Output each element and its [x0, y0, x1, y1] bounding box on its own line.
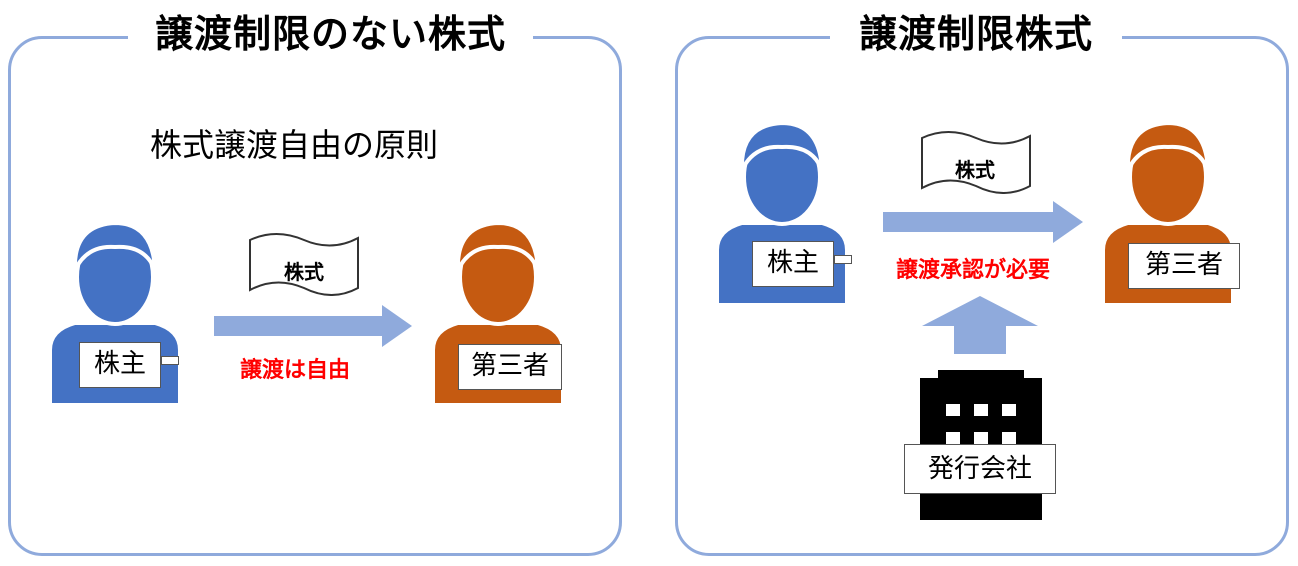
third-party-badge: 第三者 [458, 344, 562, 390]
badge-tag [161, 356, 179, 365]
panel-title-left: 譲渡制限のない株式 [128, 4, 533, 64]
approval-required-label: 譲渡承認が必要 [896, 258, 1051, 283]
issuing-company-label: 発行会社 [904, 444, 1056, 494]
principle-subtitle: 株式譲渡自由の原則 [150, 126, 439, 164]
document-label: 株式 [284, 260, 324, 284]
shareholder-badge: 株主 [79, 342, 161, 388]
transfer-arrow-icon [214, 305, 412, 347]
transfer-arrow-icon [883, 201, 1083, 243]
panel-title-right: 譲渡制限株式 [830, 4, 1122, 64]
document-icon [249, 233, 359, 296]
third-party-badge: 第三者 [1128, 243, 1240, 289]
document-label: 株式 [955, 158, 995, 182]
document-icon [921, 131, 1031, 194]
transfer-free-label: 譲渡は自由 [240, 358, 351, 383]
shareholder-badge: 株主 [752, 241, 834, 287]
approval-arrow-icon [922, 296, 1038, 354]
badge-tag [834, 255, 852, 264]
